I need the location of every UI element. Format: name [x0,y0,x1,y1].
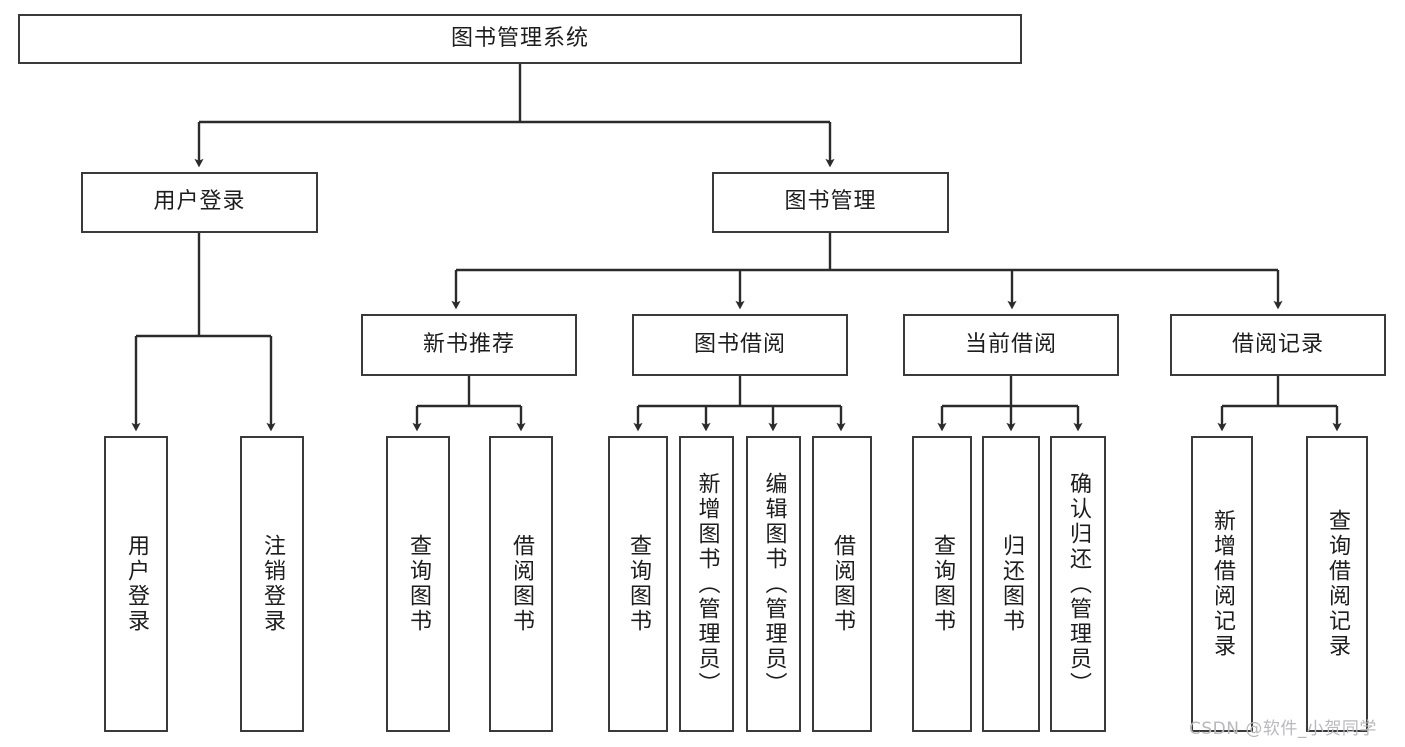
leaf-user-login-signout[interactable]: 注销登录 [240,436,304,732]
node-label: 新书推荐 [422,331,515,357]
node-label: 图书管理 [784,189,877,215]
leaf-borrow-record-add[interactable]: 新增借阅记录 [1191,436,1253,732]
leaf-book-borrow-borrow[interactable]: 借阅图书 [812,436,872,732]
node-label: 归还图书 [998,534,1024,634]
node-label: 借阅记录 [1231,331,1324,357]
node-label: 新增借阅记录 [1209,509,1235,659]
node-root-library-system[interactable]: 图书管理系统 [18,14,1022,64]
leaf-new-book-query[interactable]: 查询图书 [386,436,450,732]
node-label: 图书借阅 [693,331,786,357]
node-label: 确认归还（管理员） [1065,471,1091,697]
node-label: 用户登录 [153,189,246,215]
node-label: 查询图书 [929,534,955,634]
leaf-book-borrow-query[interactable]: 查询图书 [608,436,668,732]
node-label: 借阅图书 [508,534,534,634]
node-label: 注销登录 [259,534,285,634]
node-label: 查询借阅记录 [1324,509,1350,659]
leaf-current-borrow-confirm-return[interactable]: 确认归还（管理员） [1050,436,1106,732]
node-label: 新增图书（管理员） [694,471,720,697]
node-label: 编辑图书（管理员） [761,471,787,697]
node-label: 当前借阅 [964,331,1057,357]
node-current-borrow[interactable]: 当前借阅 [903,314,1119,376]
csdn-watermark: CSDN @软件_小贺同学 [1189,719,1377,739]
node-book-management[interactable]: 图书管理 [712,172,949,233]
node-label: 查询图书 [405,534,431,634]
leaf-current-borrow-query[interactable]: 查询图书 [912,436,972,732]
leaf-current-borrow-return[interactable]: 归还图书 [982,436,1040,732]
node-label: 查询图书 [625,534,651,634]
leaf-borrow-record-query[interactable]: 查询借阅记录 [1306,436,1368,732]
node-book-borrow[interactable]: 图书借阅 [632,314,848,376]
node-label: 图书管理系统 [450,25,589,51]
leaf-book-borrow-edit[interactable]: 编辑图书（管理员） [746,436,801,732]
node-label: 用户登录 [123,534,149,634]
node-label: 借阅图书 [829,534,855,634]
node-user-login[interactable]: 用户登录 [81,172,318,233]
leaf-new-book-borrow[interactable]: 借阅图书 [489,436,553,732]
leaf-book-borrow-add[interactable]: 新增图书（管理员） [679,436,734,732]
leaf-user-login-signin[interactable]: 用户登录 [104,436,168,732]
node-borrow-record[interactable]: 借阅记录 [1170,314,1386,376]
node-new-book-recommend[interactable]: 新书推荐 [361,314,577,376]
